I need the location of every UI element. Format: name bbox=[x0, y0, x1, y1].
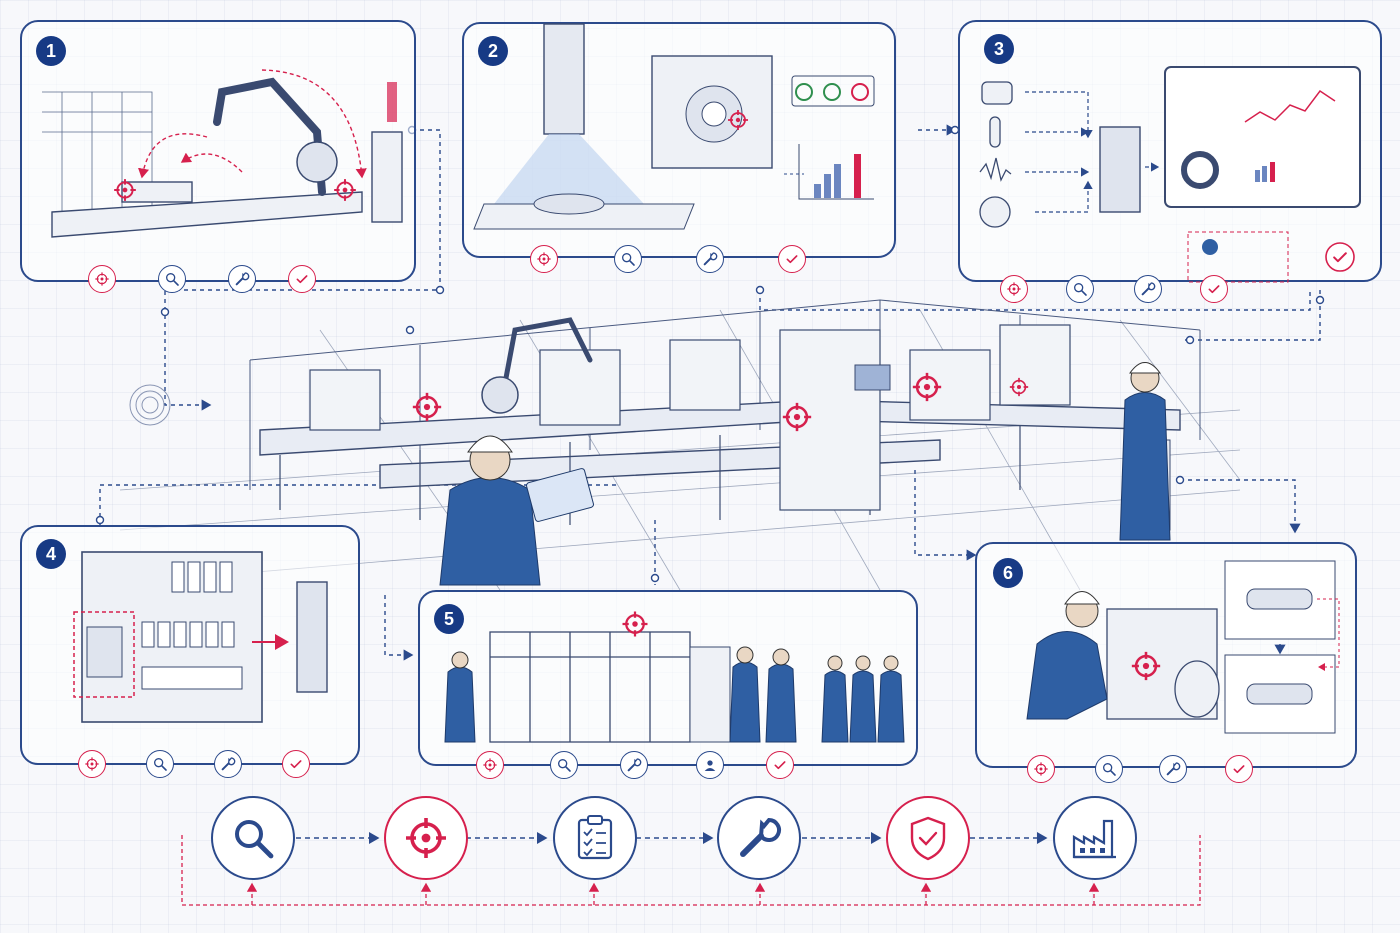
assembly-team-illustration bbox=[444, 610, 905, 743]
wrench-icon bbox=[735, 814, 783, 862]
robot-arm-illustration bbox=[42, 69, 403, 238]
panel-number-badge: 6 bbox=[993, 558, 1023, 588]
step-wrench-icon[interactable] bbox=[228, 265, 256, 293]
step-check-icon[interactable] bbox=[778, 245, 806, 273]
central-production-line-illustration bbox=[119, 299, 1241, 591]
panel-maintenance-repair: 6 bbox=[975, 542, 1357, 783]
process-step-search[interactable] bbox=[211, 796, 295, 880]
step-search-icon[interactable] bbox=[1095, 755, 1123, 783]
step-check-icon[interactable] bbox=[766, 751, 794, 779]
process-step-checklist[interactable] bbox=[553, 796, 637, 880]
step-wrench-icon[interactable] bbox=[1159, 755, 1187, 783]
step-worker-icon[interactable] bbox=[696, 751, 724, 779]
step-target-icon[interactable] bbox=[1027, 755, 1055, 783]
maintenance-technician-illustration bbox=[1026, 560, 1340, 734]
step-wrench-icon[interactable] bbox=[1134, 275, 1162, 303]
control-cabinet-illustration bbox=[73, 551, 328, 723]
target-icon bbox=[404, 816, 448, 860]
process-step-target[interactable] bbox=[384, 796, 468, 880]
step-check-icon[interactable] bbox=[1200, 275, 1228, 303]
panel-electrical-cabinet: 4 bbox=[20, 525, 360, 778]
panel-robot-cell: 1 bbox=[20, 20, 416, 293]
process-step-wrench[interactable] bbox=[717, 796, 801, 880]
panel-number-badge: 4 bbox=[36, 539, 66, 569]
search-icon bbox=[229, 814, 277, 862]
sensor-dashboard-illustration bbox=[979, 66, 1361, 283]
step-target-icon[interactable] bbox=[476, 751, 504, 779]
panel-number-badge: 5 bbox=[434, 604, 464, 634]
step-search-icon[interactable] bbox=[550, 751, 578, 779]
panel-sensor-monitoring: 3 bbox=[958, 20, 1382, 303]
step-target-icon[interactable] bbox=[1000, 275, 1028, 303]
step-target-icon[interactable] bbox=[530, 245, 558, 273]
shield-check-icon bbox=[910, 816, 946, 861]
process-step-shield[interactable] bbox=[886, 796, 970, 880]
step-check-icon[interactable] bbox=[1225, 755, 1253, 783]
checklist-icon bbox=[577, 815, 613, 860]
panel-vision-inspection: 2 bbox=[462, 22, 896, 273]
step-search-icon[interactable] bbox=[158, 265, 186, 293]
vision-camera-illustration bbox=[473, 23, 875, 230]
step-check-icon[interactable] bbox=[282, 750, 310, 778]
step-wrench-icon[interactable] bbox=[214, 750, 242, 778]
step-search-icon[interactable] bbox=[1066, 275, 1094, 303]
panel-number-badge: 2 bbox=[478, 36, 508, 66]
step-search-icon[interactable] bbox=[146, 750, 174, 778]
step-wrench-icon[interactable] bbox=[696, 245, 724, 273]
step-search-icon[interactable] bbox=[614, 245, 642, 273]
step-check-icon[interactable] bbox=[288, 265, 316, 293]
step-target-icon[interactable] bbox=[78, 750, 106, 778]
factory-icon bbox=[1072, 819, 1116, 859]
step-target-icon[interactable] bbox=[88, 265, 116, 293]
panel-team-assembly: 5 bbox=[418, 590, 918, 779]
panel-number-badge: 1 bbox=[36, 36, 66, 66]
panel-number-badge: 3 bbox=[984, 34, 1014, 64]
process-step-factory[interactable] bbox=[1053, 796, 1137, 880]
step-wrench-icon[interactable] bbox=[620, 751, 648, 779]
